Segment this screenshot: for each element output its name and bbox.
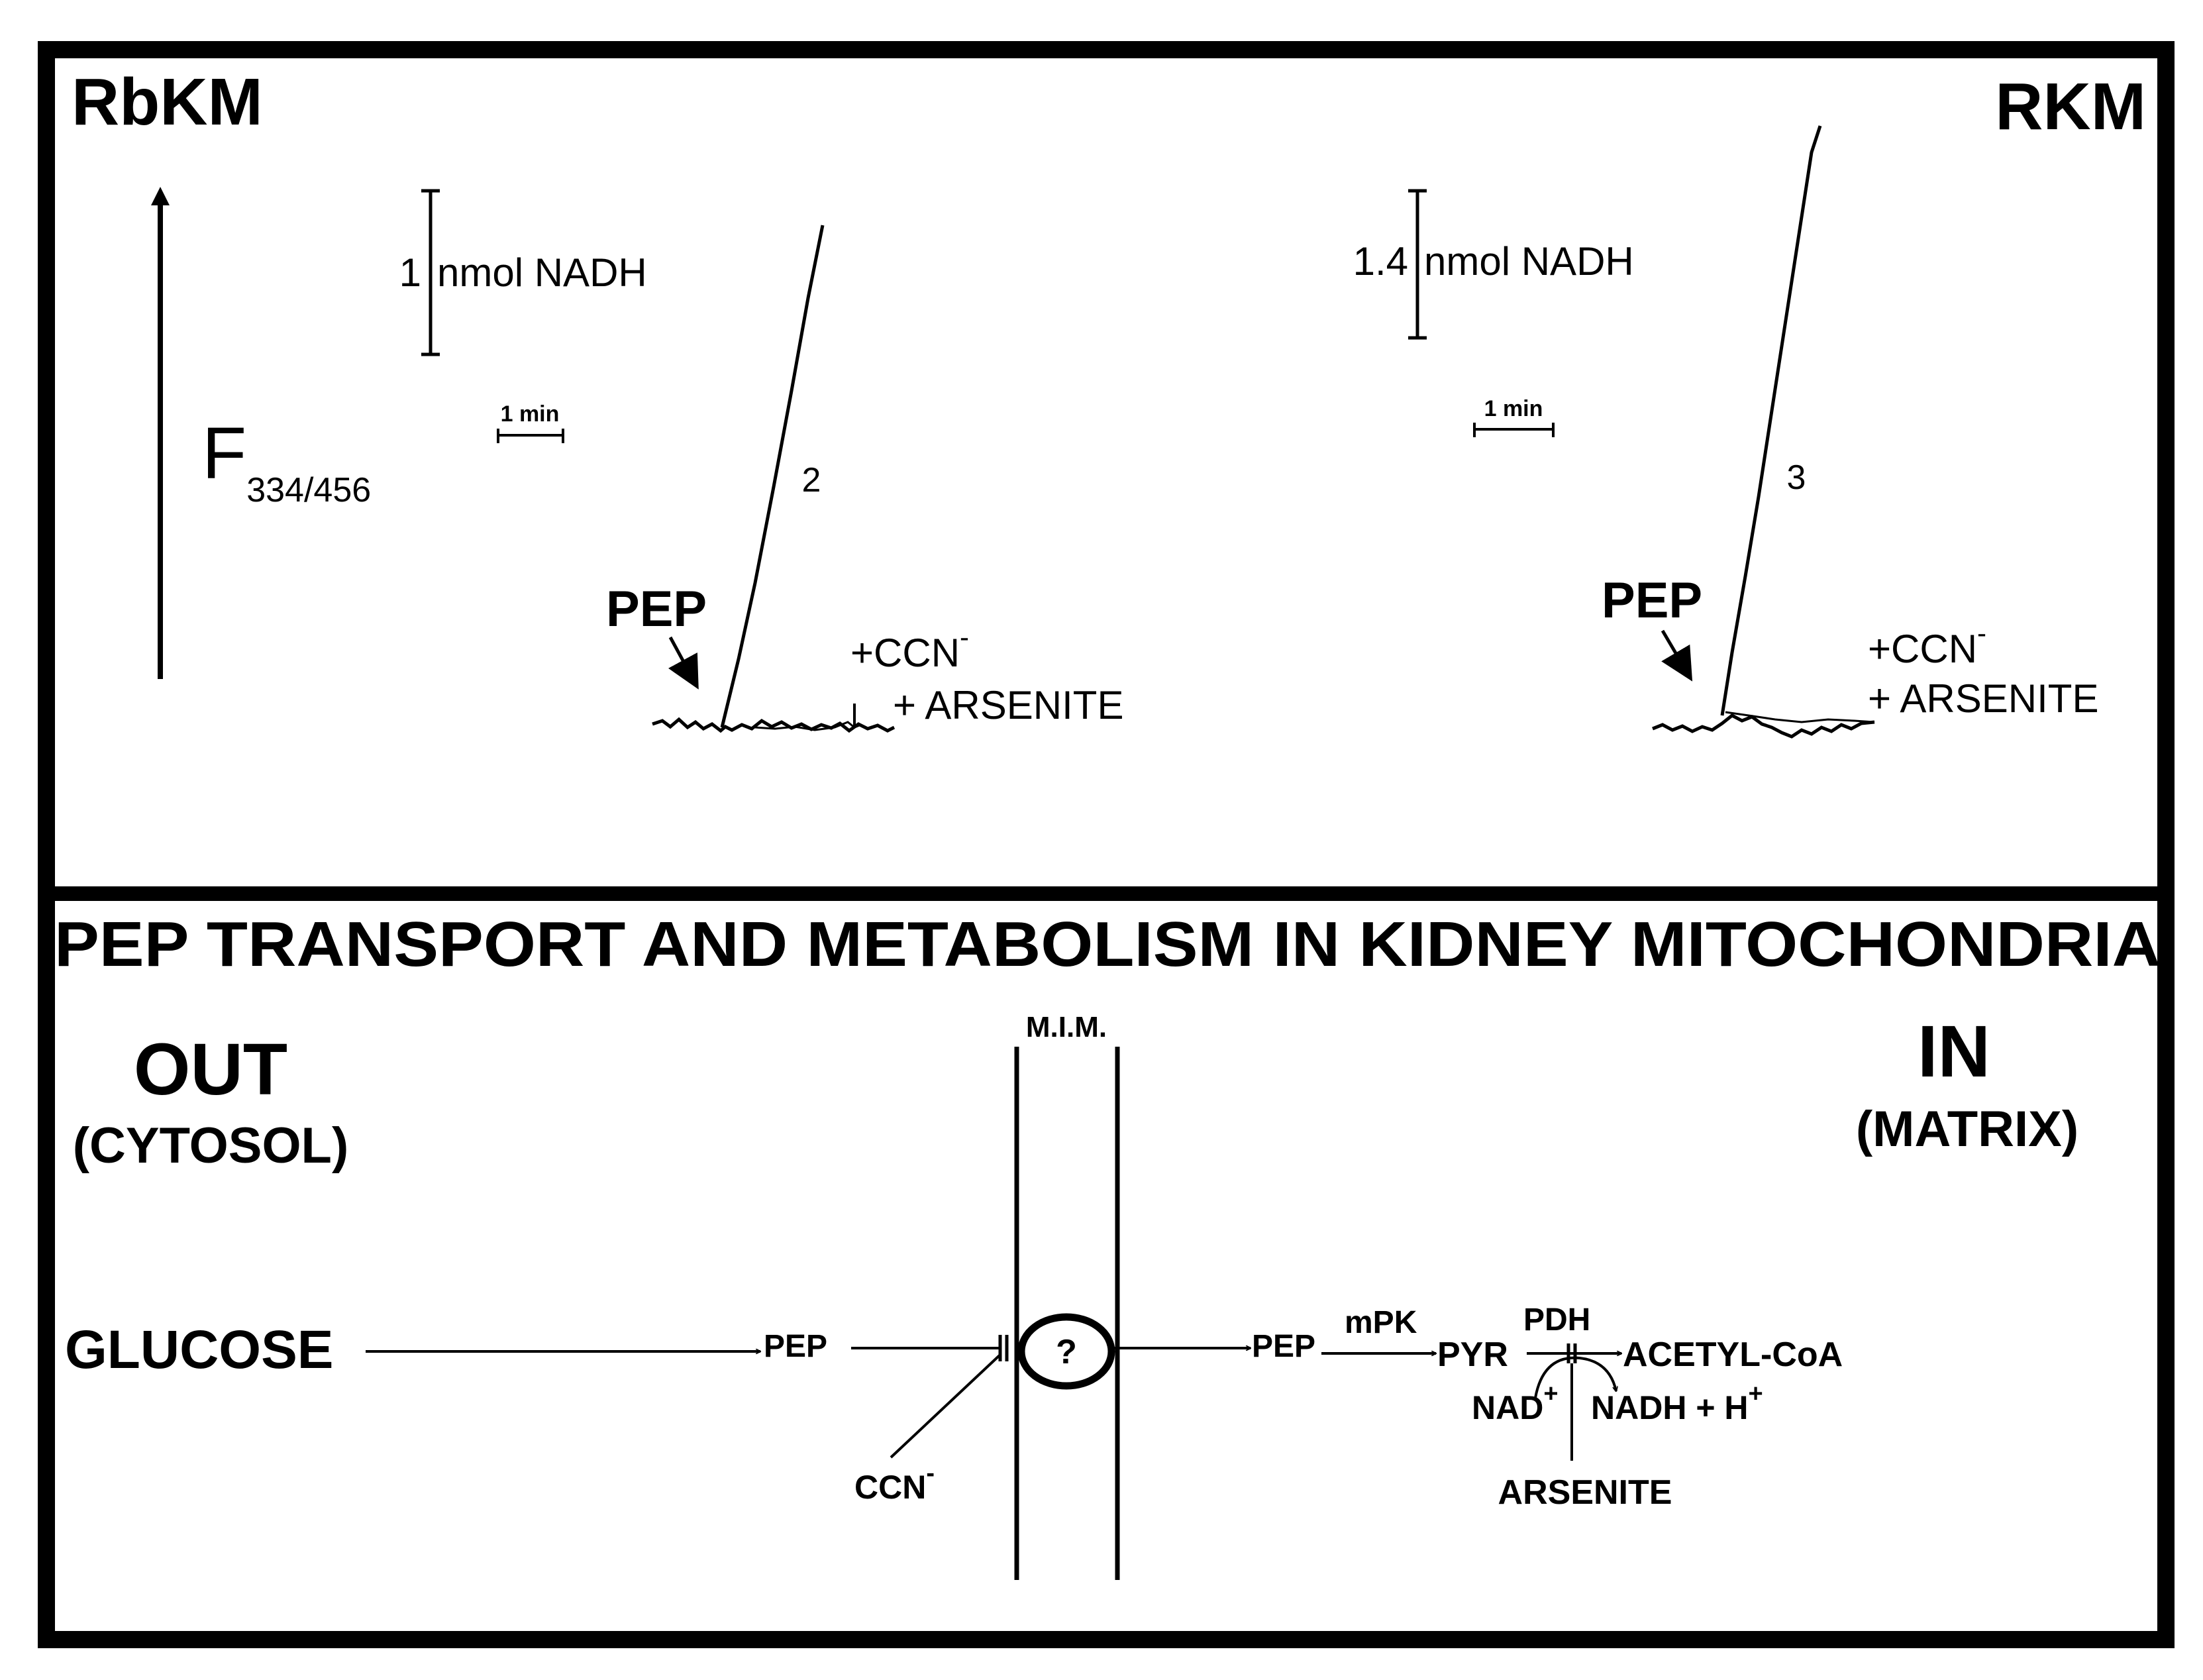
mpk-label: mPK [1345, 1305, 1417, 1340]
nadh-text: NADH + H [1591, 1389, 1749, 1426]
ccn-add-text: +CCN [1868, 627, 1977, 671]
y-axis-subscript: 334/456 [246, 471, 371, 509]
y-axis-symbol: F [202, 413, 246, 494]
ccn-text: CCN [854, 1469, 926, 1506]
ccn-add-text: +CCN [850, 631, 960, 675]
left-scale-bar: 1 nmol NADH 1 min [399, 189, 647, 443]
glucose-label: GLUCOSE [65, 1320, 333, 1380]
rkm-label: RKM [1995, 70, 2146, 144]
nadh-scale-unit: nmol NADH [1424, 239, 1634, 284]
nadh-scale-amount: 1.4 [1353, 239, 1408, 284]
bottom-panel: PEP TRANSPORT AND METABOLISM IN KIDNEY M… [54, 909, 2161, 1580]
matrix-label: (MATRIX) [1856, 1101, 2078, 1157]
nad-text: NAD [1472, 1389, 1543, 1426]
pep-add-label: PEP [1602, 572, 1702, 629]
pdh-label: PDH [1523, 1302, 1590, 1338]
nadh-scale-unit: nmol NADH [437, 250, 647, 295]
nadh-sup: + [1749, 1380, 1763, 1408]
arsenite-add-label: + ARSENITE [1868, 676, 2098, 721]
pep-slope-trace [1720, 125, 1822, 716]
acetyl-coa-label: ACETYL-CoA [1623, 1336, 1843, 1374]
ccn-inhibition-line [890, 1353, 1001, 1459]
nad-sup: + [1543, 1380, 1558, 1408]
pep-add-arrow [668, 636, 699, 690]
rate-label: 3 [1787, 458, 1806, 497]
cytosol-label: (CYTOSOL) [73, 1118, 349, 1174]
scheme-title: PEP TRANSPORT AND METABOLISM IN KIDNEY M… [54, 909, 2161, 980]
pep-carrier-label: ? [1056, 1333, 1077, 1371]
ccn-add-label: +CCN- [850, 621, 969, 675]
ccn-label: CCN- [854, 1459, 935, 1506]
arsenite-add-label: + ARSENITE [893, 683, 1123, 727]
time-scale-label: 1 min [501, 401, 560, 427]
nad-to-nadh-arc [1534, 1356, 1616, 1398]
out-label: OUT [134, 1029, 287, 1110]
nadh-scale-amount: 1 [399, 250, 421, 295]
rate-label: 2 [802, 461, 821, 499]
pep-add-label: PEP [606, 581, 707, 637]
top-panel: RbKM RKM F334/456 1 nmol NADH 1 min 1.4 [72, 65, 2146, 739]
baseline-trace [1652, 713, 1875, 739]
pep-out-label: PEP [764, 1329, 827, 1364]
rbkm-label: RbKM [72, 65, 263, 139]
arsenite-label: ARSENITE [1498, 1473, 1672, 1512]
ccn-add-label: +CCN- [1868, 617, 1986, 671]
left-trace: 2 PEP +CCN- + ARSENITE [606, 225, 1123, 733]
ccn-add-sup: - [1977, 617, 1986, 649]
inner-membrane: M.I.M. [1014, 1011, 1120, 1580]
pep-in-label: PEP [1252, 1329, 1315, 1364]
pep-slope-trace [720, 225, 825, 728]
right-trace: 3 PEP +CCN- + ARSENITE [1602, 125, 2098, 739]
nadh-label: NADH + H+ [1591, 1380, 1763, 1426]
y-axis-label: F334/456 [202, 413, 371, 509]
y-axis: F334/456 [151, 187, 371, 679]
ccn-sup: - [926, 1459, 935, 1487]
in-label: IN [1918, 1011, 1990, 1092]
y-axis-arrowhead [151, 187, 170, 205]
outer-frame [38, 41, 2175, 1648]
pyr-label: PYR [1437, 1336, 1508, 1374]
right-scale-bar: 1.4 nmol NADH 1 min [1353, 189, 1634, 437]
pep-carrier-ellipse [1017, 1313, 1115, 1390]
nad-label: NAD+ [1472, 1380, 1559, 1426]
arsenite-trace [1725, 711, 1875, 723]
pep-add-arrow [1661, 629, 1693, 682]
membrane-label: M.I.M. [1026, 1011, 1107, 1043]
time-scale-label: 1 min [1484, 396, 1543, 421]
ccn-add-sup: - [960, 621, 969, 653]
